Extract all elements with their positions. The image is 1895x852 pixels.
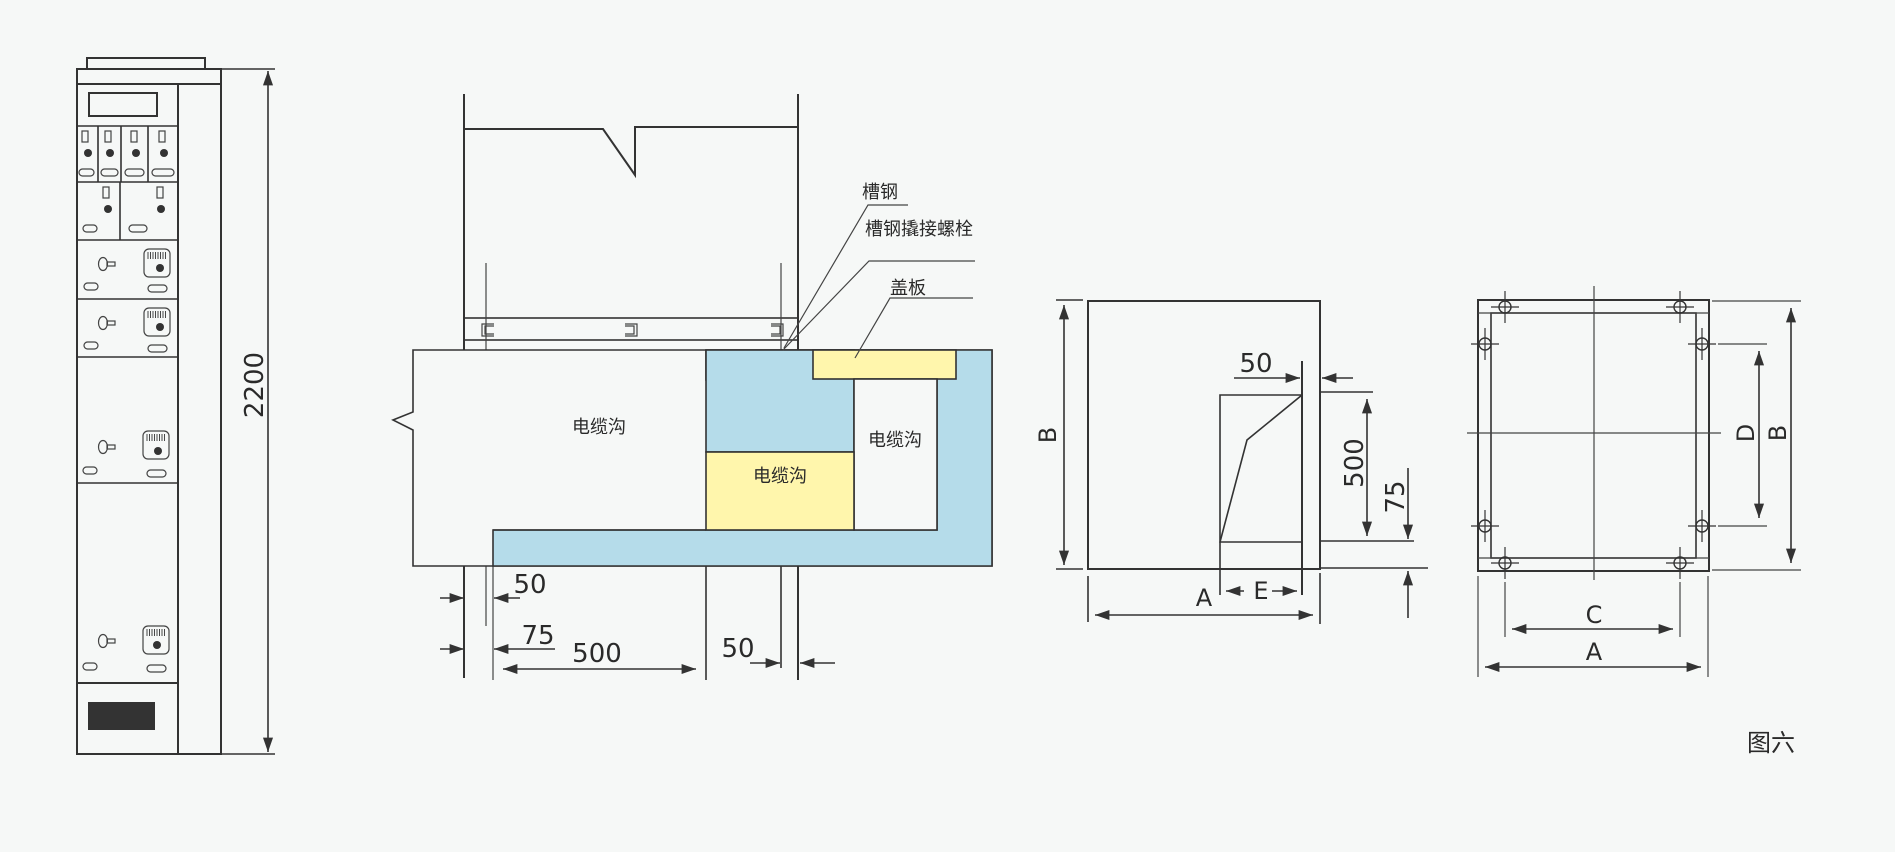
trench-middle [705, 451, 855, 531]
cabinet-front-view: 2200 [76, 57, 275, 755]
dim-left-offset: 75 [521, 621, 554, 651]
drawer-unit-3 [82, 430, 170, 478]
bolt-hole-icon [1666, 547, 1694, 579]
nameplate [88, 702, 155, 730]
bolt-hole-icon [1471, 510, 1499, 542]
label-width-a: A [1196, 584, 1213, 612]
label-width-a-plan: A [1586, 638, 1603, 666]
drawer-unit-1 [83, 248, 171, 293]
break-line [464, 126, 798, 179]
drawer-unit-4 [82, 625, 170, 673]
channel-clip-right [771, 323, 784, 337]
trench-inner [1219, 394, 1302, 543]
cabinet-top-cap [86, 57, 206, 70]
label-height-b-plan: B [1764, 425, 1792, 441]
slope-line [1219, 394, 1303, 543]
label-height-b: B [1034, 427, 1062, 443]
channel-steel [463, 317, 799, 341]
cabinet-side-outline [1087, 300, 1321, 570]
bolt-hole-icon [1666, 291, 1694, 323]
display-window [88, 92, 158, 117]
dim-depth: 500 [1340, 438, 1370, 488]
bolt-hole-icon [1688, 510, 1716, 542]
trench-label-right: 电缆沟 [868, 430, 922, 451]
breaker-row-2 [82, 182, 165, 240]
callout-leader-channel-steel [783, 204, 908, 349]
channel-clip-mid [625, 323, 638, 337]
label-bolt-spacing-d: D [1732, 424, 1760, 442]
bolt-hole-icon [1471, 328, 1499, 360]
drawer-unit-2 [83, 307, 171, 353]
callout-channel-steel: 槽钢 [862, 182, 898, 203]
channel-clip-left [481, 323, 494, 337]
base-plan-view: B D C A [1467, 286, 1801, 677]
bolt-hole-icon [1688, 328, 1716, 360]
callout-leader-bolt [782, 260, 975, 351]
height-dimension-label: 2200 [240, 352, 270, 418]
dim-left-gap: 50 [513, 570, 546, 600]
cabinet-outline [76, 68, 222, 755]
callout-leader-cover [854, 297, 973, 359]
bolt-holes [1471, 291, 1716, 579]
figure-caption: 图六 [1747, 729, 1795, 757]
label-opening-e: E [1253, 577, 1268, 605]
dim-right-gap: 50 [721, 634, 754, 664]
trench-right [853, 378, 938, 531]
trench-label-left: 电缆沟 [572, 417, 626, 438]
cable-trench-section: 电缆沟 电缆沟 电缆沟 槽钢 槽钢撬接螺栓 盖板 50 75 500 50 [391, 94, 993, 680]
dim-bottom-offset: 75 [1381, 480, 1411, 513]
callout-cover-plate: 盖板 [890, 278, 926, 299]
callout-channel-steel-bolt: 槽钢撬接螺栓 [865, 219, 973, 240]
bolt-hole-icon [1491, 547, 1519, 579]
side-section-view: B 50 500 75 A E [1034, 299, 1428, 624]
dim-top-gap: 50 [1239, 349, 1272, 379]
breaker-row-4 [78, 126, 175, 182]
label-bolt-spacing-c: C [1586, 601, 1603, 629]
dim-trench-width: 500 [572, 639, 622, 669]
trench-label-middle: 电缆沟 [753, 466, 807, 487]
bolt-hole-icon [1491, 291, 1519, 323]
cover-plate [812, 349, 957, 380]
